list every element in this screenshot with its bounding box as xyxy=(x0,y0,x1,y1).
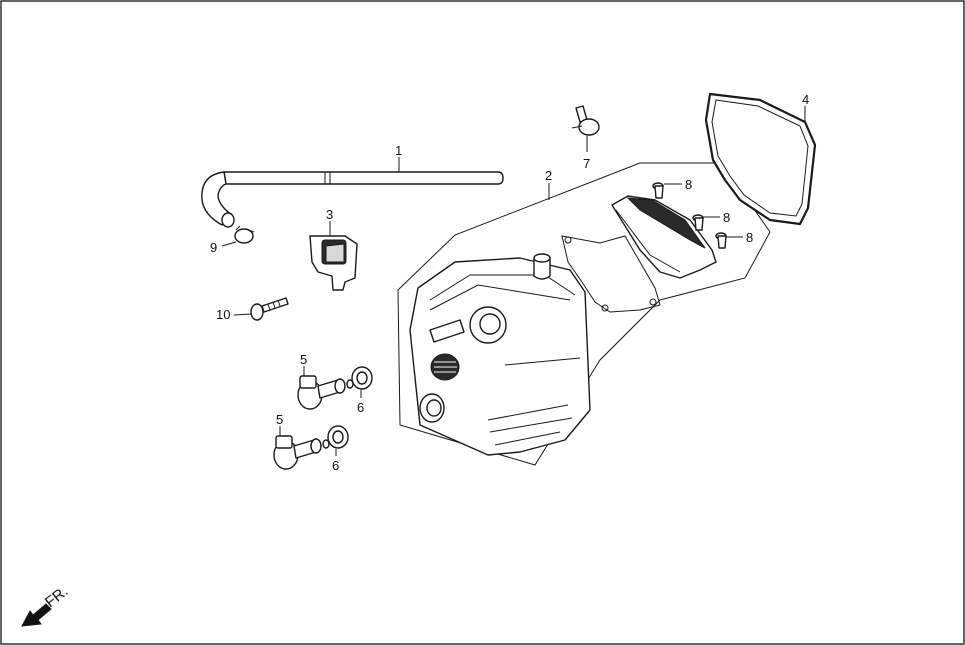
breather-tube xyxy=(201,171,504,228)
heat-shield xyxy=(611,195,717,279)
callout-5-lower: 5 xyxy=(276,412,283,427)
hose-clip xyxy=(234,225,255,244)
callout-4: 4 xyxy=(802,92,809,107)
callout-5-upper: 5 xyxy=(300,352,307,367)
leader-lines xyxy=(221,106,806,456)
callout-2: 2 xyxy=(545,168,552,183)
seal-washer-lower xyxy=(327,425,349,449)
mount-bolt-upper xyxy=(297,375,354,410)
screw-upper xyxy=(652,182,664,199)
bracket xyxy=(309,235,358,291)
screw-lower xyxy=(715,232,727,249)
flange-bolt xyxy=(250,297,289,321)
cover-gasket-plate xyxy=(561,235,661,313)
callout-6-lower: 6 xyxy=(332,458,339,473)
seal-washer-upper xyxy=(351,366,373,390)
callout-8-middle: 8 xyxy=(723,210,730,225)
callout-8-lower: 8 xyxy=(746,230,753,245)
cover-seal-ring xyxy=(704,92,817,226)
mount-bolt-lower xyxy=(273,435,330,470)
callout-9: 9 xyxy=(210,240,217,255)
callout-3: 3 xyxy=(326,207,333,222)
screw-middle xyxy=(692,214,704,231)
tube-clamp xyxy=(571,105,600,136)
front-direction-indicator: FR. xyxy=(21,583,72,627)
front-direction-arrow-icon xyxy=(21,603,52,627)
callout-7: 7 xyxy=(583,156,590,171)
callout-6-upper: 6 xyxy=(357,400,364,415)
callout-8-upper: 8 xyxy=(685,177,692,192)
cylinder-head-cover xyxy=(409,253,591,456)
callout-1: 1 xyxy=(395,143,402,158)
callout-10: 10 xyxy=(216,307,230,322)
